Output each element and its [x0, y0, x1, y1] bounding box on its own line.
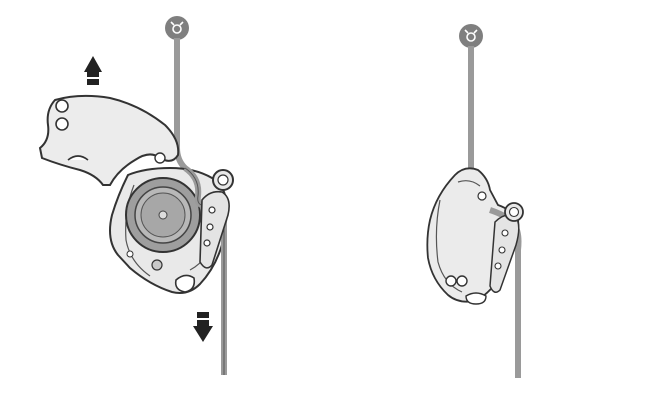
- arrow-down-icon: [193, 312, 213, 342]
- rope-guide: [199, 190, 230, 269]
- anchor-swivel-icon: [459, 24, 483, 48]
- left-panel: [38, 16, 234, 375]
- sheave-wheel: [125, 177, 201, 253]
- open-handle: [38, 94, 180, 186]
- arrow-up-icon: [84, 56, 102, 85]
- rope-guide: [489, 214, 520, 293]
- anchor-swivel-icon: [165, 16, 189, 40]
- right-panel: [426, 24, 524, 378]
